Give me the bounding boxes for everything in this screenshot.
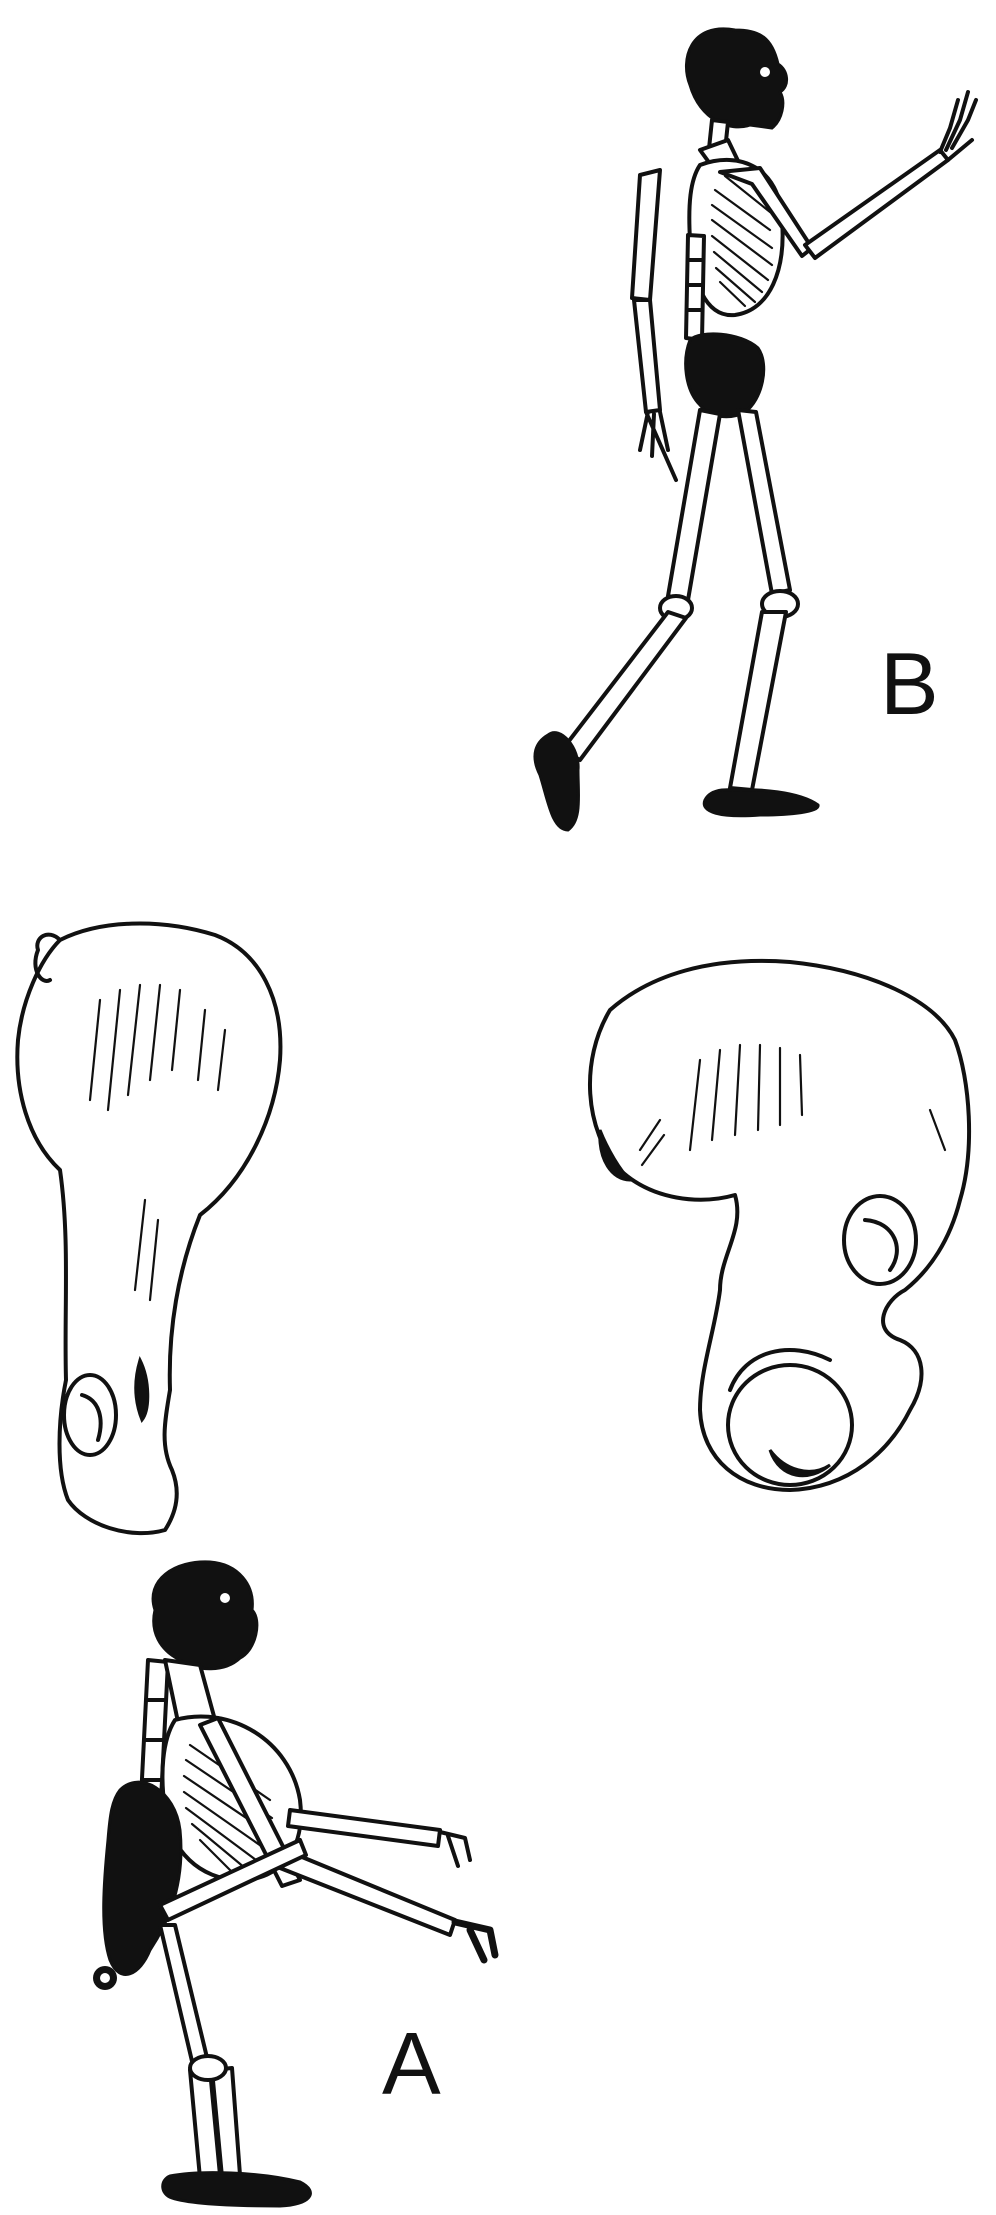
label-a: A bbox=[382, 2020, 441, 2108]
human-skull bbox=[686, 29, 786, 128]
ape-skull bbox=[153, 1562, 257, 1669]
human-foot-front bbox=[704, 790, 818, 816]
human-ilium-drawing bbox=[590, 961, 969, 1490]
human-pelvis bbox=[686, 334, 764, 417]
label-b: B bbox=[880, 640, 939, 728]
ape-ilium-drawing bbox=[17, 924, 280, 1534]
human-foot-back bbox=[535, 733, 579, 830]
ape-foot bbox=[163, 2173, 311, 2206]
